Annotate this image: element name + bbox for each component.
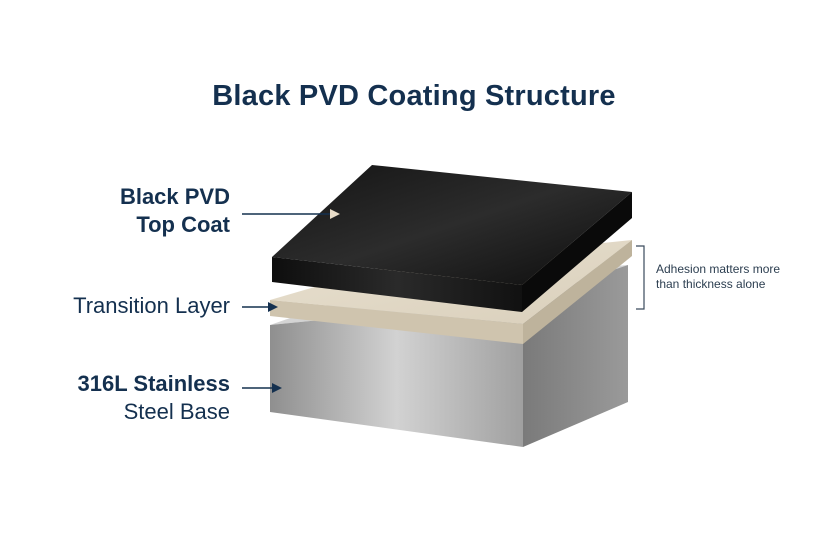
arrow-top-coat	[242, 209, 340, 219]
label-top-coat: Black PVD Top Coat	[120, 183, 230, 239]
diagram-title: Black PVD Coating Structure	[212, 80, 616, 112]
top-coat-top-face	[272, 165, 632, 285]
label-steel-base-line2: Steel Base	[123, 399, 230, 424]
adhesion-bracket	[636, 245, 645, 310]
label-steel-base: 316L Stainless Steel Base	[78, 370, 230, 426]
transition-side-face	[523, 240, 632, 344]
arrow-transition-layer	[242, 302, 278, 312]
label-steel-base-line1: 316L Stainless	[77, 371, 230, 396]
label-transition-layer: Transition Layer	[73, 292, 230, 320]
black-top-coat-slab	[272, 165, 632, 312]
transition-front-face	[270, 300, 523, 344]
label-top-coat-line1: Black PVD	[119, 184, 230, 209]
arrow-steel-base	[242, 383, 282, 393]
adhesion-note: Adhesion matters more than thickness alo…	[656, 262, 780, 292]
label-transition-line1: Transition Layer	[73, 293, 230, 318]
adhesion-note-line1: Adhesion matters more	[656, 262, 781, 276]
top-coat-front-face	[272, 257, 522, 312]
top-coat-side-face	[522, 192, 632, 312]
label-top-coat-line2: Top Coat	[136, 212, 230, 237]
adhesion-note-line2: than thickness alone	[656, 277, 766, 291]
